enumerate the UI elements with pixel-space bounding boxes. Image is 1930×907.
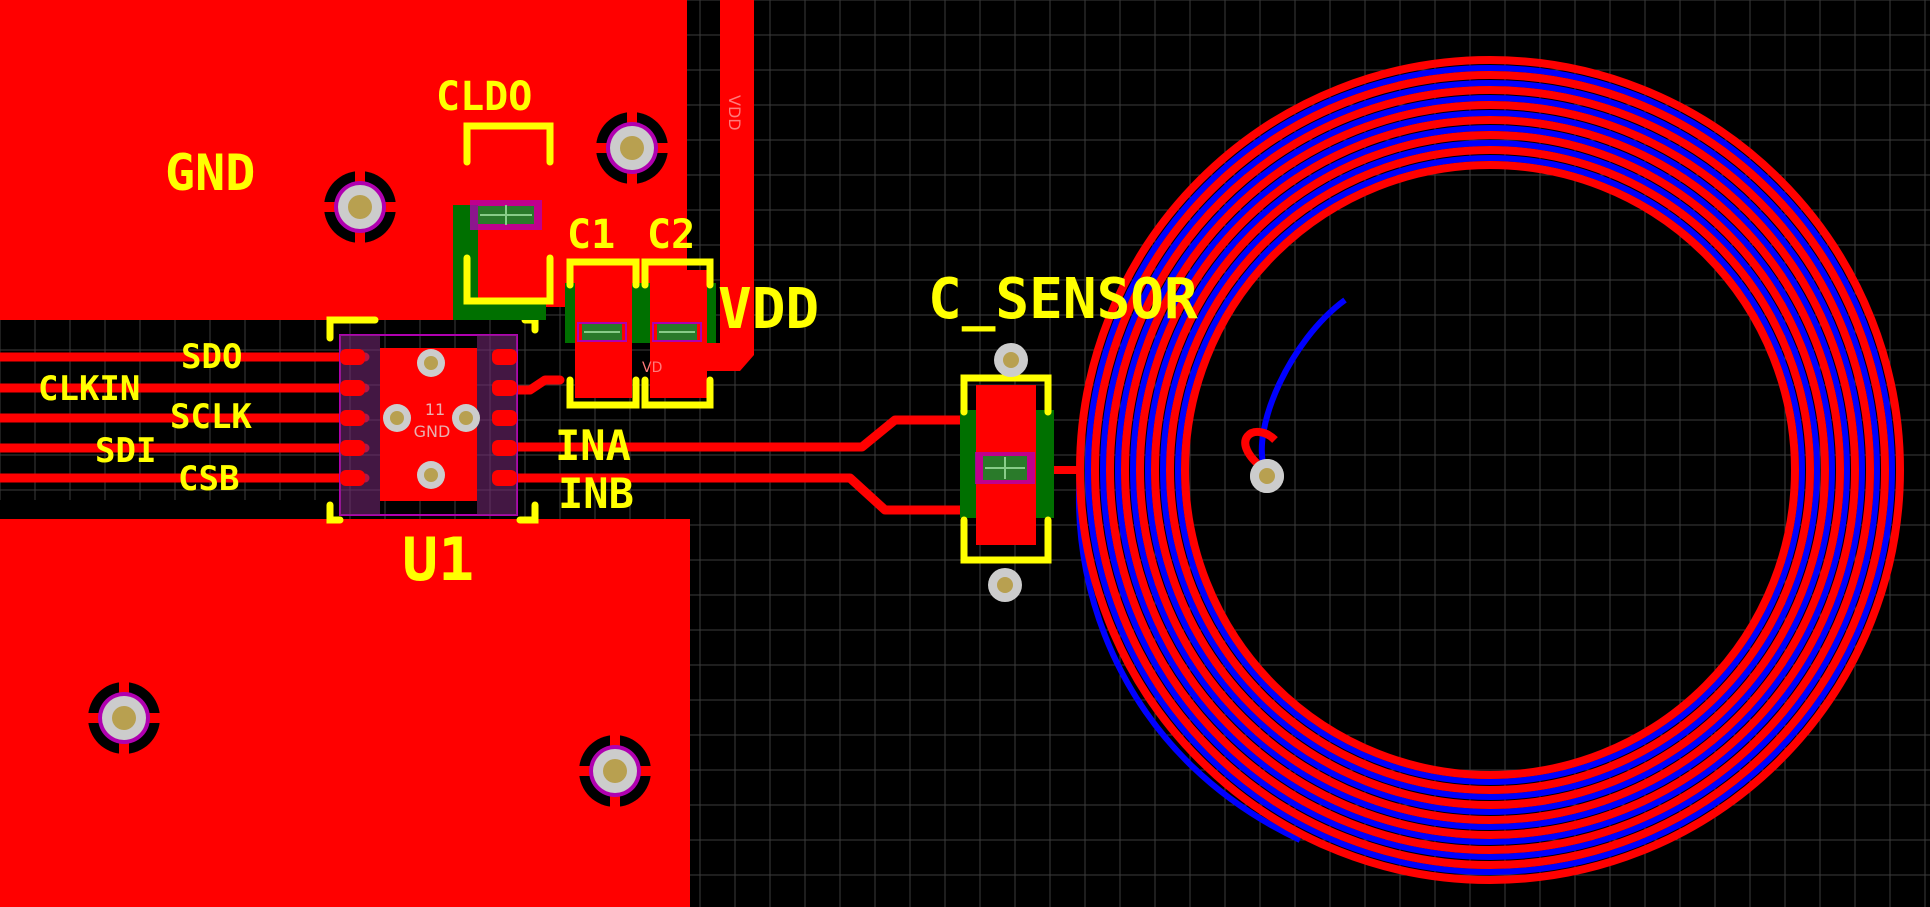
top-coil-turn (1121, 101, 1859, 839)
ground-pour-bottom[interactable] (0, 500, 690, 907)
vdd-trace[interactable] (704, 0, 754, 371)
bottom-coil-turn (1085, 65, 1895, 875)
sdi-label: SDI (95, 431, 156, 471)
bottom-coil-turn (1145, 125, 1835, 815)
clkin-label: CLKIN (38, 369, 140, 409)
top-coil-turn (1136, 116, 1844, 824)
csb-label: CSB (178, 459, 239, 499)
c1-footprint[interactable] (565, 258, 641, 409)
bottom-coil-turn (1100, 80, 1880, 860)
top-coil-lead (1241, 427, 1278, 474)
plated-hole-icon (322, 169, 398, 245)
c2-label: C2 (647, 212, 695, 258)
u1-pad-net: GND (414, 422, 451, 441)
plated-hole-icon (594, 110, 670, 186)
bottom-coil-turn (1115, 95, 1865, 845)
sdo-label: SDO (181, 337, 242, 377)
plated-hole-icon (577, 733, 653, 809)
ground-plated-holes[interactable] (86, 110, 670, 809)
top-layer-coil[interactable] (1050, 56, 1904, 884)
bottom-coil-turn (1130, 110, 1850, 830)
vdd-net-label: VDD (725, 95, 744, 131)
sclk-label: SCLK (170, 397, 252, 437)
c-sensor-footprint[interactable] (960, 374, 1054, 564)
top-coil-turn (1106, 86, 1874, 854)
top-coil-turn (1076, 56, 1904, 884)
inb-label: INB (558, 469, 634, 518)
u1-thermal-vias[interactable] (383, 349, 480, 489)
signal-traces[interactable] (0, 352, 980, 515)
top-coil-turn (1151, 131, 1829, 809)
bottom-coil-turn (1160, 140, 1820, 800)
bottom-layer-coil[interactable] (1076, 65, 1895, 875)
sensor-vias[interactable] (988, 343, 1284, 602)
bottom-coil-turn (1175, 155, 1805, 785)
ina-label: INA (555, 421, 631, 470)
c-sensor-label: C_SENSOR (928, 267, 1198, 332)
gnd-label: GND (165, 144, 255, 202)
bottom-coil-lead (1258, 297, 1347, 472)
plated-hole-icon (86, 680, 162, 756)
u1-pad-number: 11 (425, 400, 445, 419)
cldo-label: CLDO (436, 74, 532, 120)
c2-net-label: VD (642, 360, 662, 376)
top-coil-turn (1181, 161, 1799, 779)
top-coil-turn (1091, 71, 1889, 869)
cldo-footprint[interactable] (453, 122, 554, 320)
vdd-label: VDD (718, 277, 819, 342)
u1-label: U1 (402, 525, 474, 595)
top-coil-turn (1166, 146, 1814, 794)
c2-footprint[interactable]: VD (640, 258, 716, 409)
c1-label: C1 (567, 212, 615, 258)
